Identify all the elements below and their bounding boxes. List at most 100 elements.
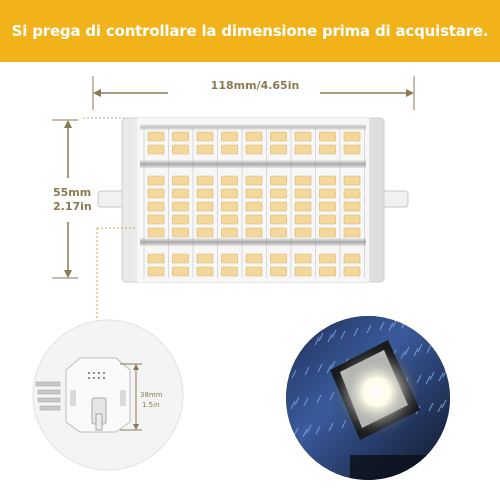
top-banner: Si prega di controllare la dimensione pr… — [0, 0, 500, 62]
height-label-in: 2.17in — [53, 200, 92, 213]
led-chip — [147, 201, 165, 212]
led-chip — [270, 188, 287, 199]
led-chip — [245, 188, 263, 199]
led-chip — [172, 266, 189, 277]
led-chip-grid — [143, 128, 365, 278]
led-chip — [319, 214, 336, 225]
grass-blade — [314, 336, 320, 346]
led-chip — [196, 175, 214, 186]
led-chip — [245, 266, 263, 277]
led-chip — [147, 131, 165, 142]
led-chip — [147, 175, 165, 186]
led-chip — [221, 131, 238, 142]
grass-blade — [331, 329, 337, 339]
banner-text: Si prega di controllare la dimensione pr… — [11, 22, 489, 40]
grass-blade — [413, 347, 419, 357]
led-chip — [294, 253, 312, 264]
grass-blade — [294, 396, 300, 406]
led-chip — [294, 201, 312, 212]
led-chip — [172, 214, 189, 225]
grass-blade — [316, 394, 322, 404]
grass-blade — [318, 332, 324, 342]
depth-label-mm: 38mm — [140, 391, 163, 399]
led-chip — [343, 253, 361, 264]
grass-blade — [438, 372, 444, 382]
led-chip — [343, 201, 361, 212]
led-chip — [270, 266, 287, 277]
grass-blade — [340, 330, 346, 340]
led-chip — [245, 227, 263, 238]
led-chip — [221, 266, 238, 277]
led-chip — [172, 131, 189, 142]
grass-blade — [388, 322, 394, 332]
led-chip — [221, 253, 238, 264]
grass-blade — [315, 425, 321, 435]
grass-blade — [330, 360, 336, 370]
grass-blade — [437, 403, 443, 413]
grass-blade — [353, 327, 359, 337]
led-chip — [221, 188, 238, 199]
led-chip — [319, 175, 336, 186]
grass-blade — [290, 400, 296, 410]
grass-blade — [302, 428, 308, 438]
led-chip — [245, 131, 263, 142]
led-chip — [221, 201, 238, 212]
led-chip — [147, 253, 165, 264]
grass-blade — [425, 375, 431, 385]
led-chip — [319, 227, 336, 238]
height-dimension — [52, 119, 78, 279]
led-chip — [294, 266, 312, 277]
led-chip — [343, 144, 361, 155]
led-chip — [147, 144, 165, 155]
led-chip — [221, 227, 238, 238]
led-chip — [319, 131, 336, 142]
depth-label-in: 1.5in — [142, 401, 160, 409]
led-chip — [147, 214, 165, 225]
led-chip — [343, 188, 361, 199]
usage-photo-circle — [286, 316, 450, 480]
led-chip — [294, 131, 312, 142]
led-chip — [319, 253, 336, 264]
grass-blade — [306, 424, 312, 434]
led-chip — [294, 144, 312, 155]
grass-blade — [416, 374, 422, 384]
led-chip — [245, 253, 263, 264]
grass-blade — [439, 341, 445, 351]
grass-blade — [317, 363, 323, 373]
led-chip — [196, 227, 214, 238]
led-chip — [270, 144, 287, 155]
led-chip — [172, 188, 189, 199]
led-chip — [245, 201, 263, 212]
led-chip — [343, 175, 361, 186]
grass-blade — [428, 402, 434, 412]
grass-blade — [427, 316, 433, 323]
led-chip — [196, 214, 214, 225]
grass-blade — [414, 316, 420, 326]
grass-blade — [441, 399, 447, 409]
led-chip — [245, 175, 263, 186]
led-chip — [172, 144, 189, 155]
led-chip — [196, 188, 214, 199]
led-chip — [196, 144, 214, 155]
led-chip — [270, 175, 287, 186]
led-chip — [270, 201, 287, 212]
led-chip — [270, 253, 287, 264]
grass-blade — [404, 346, 410, 356]
led-chip — [147, 266, 165, 277]
led-chip — [172, 201, 189, 212]
led-chip — [270, 214, 287, 225]
led-chip — [245, 214, 263, 225]
length-label: 118mm/4.65in — [210, 79, 300, 92]
led-chip — [319, 144, 336, 155]
led-chip — [172, 227, 189, 238]
led-chip — [147, 227, 165, 238]
led-chip — [221, 214, 238, 225]
led-chip — [172, 253, 189, 264]
led-chip — [319, 266, 336, 277]
led-chip — [343, 214, 361, 225]
grass-blade — [429, 371, 435, 381]
led-chip — [147, 188, 165, 199]
grass-blade — [426, 344, 432, 354]
grass-blade — [366, 324, 372, 334]
